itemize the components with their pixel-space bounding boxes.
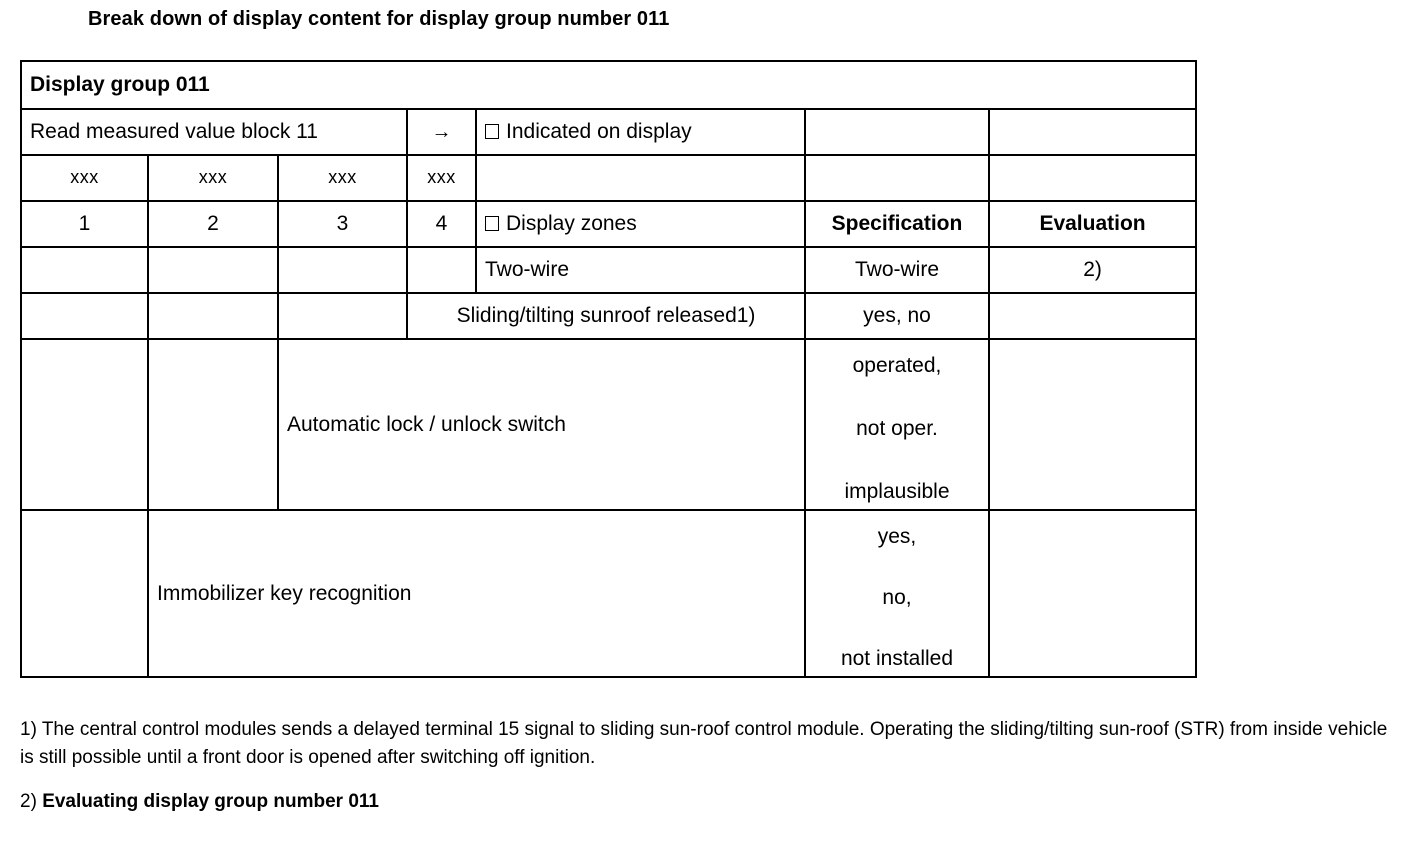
table-row-placeholders: xxx xxx xxx xxx bbox=[20, 154, 1198, 202]
spec-option: not installed bbox=[840, 647, 954, 671]
page-title: Break down of display content for displa… bbox=[88, 8, 670, 30]
cell-indicated-on-display: Indicated on display bbox=[475, 108, 806, 156]
cell-placeholder-4: xxx bbox=[406, 154, 477, 202]
checkbox-icon bbox=[485, 216, 499, 232]
specification-options-list: yes, no, not installed bbox=[814, 516, 980, 672]
footnotes: 1) The central control modules sends a d… bbox=[20, 716, 1398, 816]
cell-zone-sliding-tilting-sunroof: Sliding/tilting sunroof released1) bbox=[406, 292, 806, 340]
cell-display-zones-header: Display zones bbox=[475, 200, 806, 248]
table-row: Automatic lock / unlock switch operated,… bbox=[20, 338, 1198, 511]
spec-option: operated, bbox=[852, 353, 942, 377]
cell-spec-empty-2 bbox=[804, 154, 990, 202]
cell-placeholder-3: xxx bbox=[277, 154, 408, 202]
cell-placeholder-2: xxx bbox=[147, 154, 279, 202]
cell-evaluation-two-wire: 2) bbox=[987, 246, 1198, 294]
cell-zone-immobilizer-key-recognition: Immobilizer key recognition bbox=[147, 509, 806, 678]
arrow-icon: → bbox=[406, 108, 477, 156]
cell-evaluation-automatic-lock bbox=[987, 338, 1198, 511]
cell-blank-c1-sunroof bbox=[20, 292, 149, 340]
spec-option: implausible bbox=[844, 480, 950, 504]
display-group-table-wrapper: Display group 011 Read measured value bl… bbox=[19, 60, 1198, 678]
cell-zone-empty-1 bbox=[475, 154, 806, 202]
footnote-1: 1) The central control modules sends a d… bbox=[20, 719, 1388, 768]
footnote-2-text: Evaluating display group number 011 bbox=[42, 791, 379, 813]
cell-blank-c3-sunroof bbox=[277, 292, 408, 340]
cell-blank-c2-auto-lock bbox=[147, 338, 279, 511]
spec-option: yes, bbox=[877, 524, 917, 548]
cell-specification-two-wire: Two-wire bbox=[804, 246, 990, 294]
footnote-2: 2) Evaluating display group number 011 bbox=[20, 788, 1398, 816]
spec-option: not oper. bbox=[856, 416, 938, 440]
table-row-channel-numbers: 1 2 3 4 Display zones Specification Eval… bbox=[20, 200, 1198, 248]
cell-eval-empty-2 bbox=[987, 154, 1198, 202]
cell-placeholder-1: xxx bbox=[20, 154, 149, 202]
spec-option: no, bbox=[882, 585, 912, 609]
display-zones-label: Display zones bbox=[506, 212, 637, 236]
indicated-on-display-label: Indicated on display bbox=[506, 120, 692, 144]
cell-blank-c1-auto-lock bbox=[20, 338, 149, 511]
cell-blank-c3-two-wire bbox=[277, 246, 408, 294]
cell-column-header-specification: Specification bbox=[804, 200, 990, 248]
cell-eval-empty-1 bbox=[987, 108, 1198, 156]
cell-channel-number-3: 3 bbox=[277, 200, 408, 248]
cell-specification-immobilizer: yes, no, not installed bbox=[804, 509, 990, 678]
cell-spec-empty-1 bbox=[804, 108, 990, 156]
table-row-group-header: Display group 011 bbox=[19, 60, 1198, 110]
table-row: Two-wire Two-wire 2) bbox=[20, 246, 1198, 294]
cell-blank-c1-two-wire bbox=[20, 246, 149, 294]
cell-evaluation-sunroof bbox=[987, 292, 1198, 340]
cell-read-measured-value-block: Read measured value block 11 bbox=[20, 108, 408, 156]
cell-column-header-evaluation: Evaluation bbox=[987, 200, 1198, 248]
cell-zone-two-wire: Two-wire bbox=[475, 246, 806, 294]
cell-blank-c1-immobilizer bbox=[20, 509, 149, 678]
cell-blank-c4-two-wire bbox=[406, 246, 477, 294]
cell-channel-number-4: 4 bbox=[406, 200, 477, 248]
footnote-2-label: 2) bbox=[20, 791, 43, 813]
display-group-table: Display group 011 Read measured value bl… bbox=[19, 60, 1198, 678]
table-row-read-block: Read measured value block 11 → Indicated… bbox=[20, 108, 1198, 156]
table-row: Sliding/tilting sunroof released1) yes, … bbox=[20, 292, 1198, 340]
cell-evaluation-immobilizer bbox=[987, 509, 1198, 678]
cell-blank-c2-two-wire bbox=[147, 246, 279, 294]
cell-display-group-header: Display group 011 bbox=[19, 60, 1198, 110]
cell-channel-number-2: 2 bbox=[147, 200, 279, 248]
cell-channel-number-1: 1 bbox=[20, 200, 149, 248]
checkbox-icon bbox=[485, 124, 499, 140]
table-row: Immobilizer key recognition yes, no, not… bbox=[20, 509, 1198, 678]
cell-specification-sunroof: yes, no bbox=[804, 292, 990, 340]
cell-blank-c2-sunroof bbox=[147, 292, 279, 340]
specification-options-list: operated, not oper. implausible bbox=[814, 345, 980, 505]
cell-zone-automatic-lock-unlock-switch: Automatic lock / unlock switch bbox=[277, 338, 806, 511]
cell-specification-automatic-lock: operated, not oper. implausible bbox=[804, 338, 990, 511]
